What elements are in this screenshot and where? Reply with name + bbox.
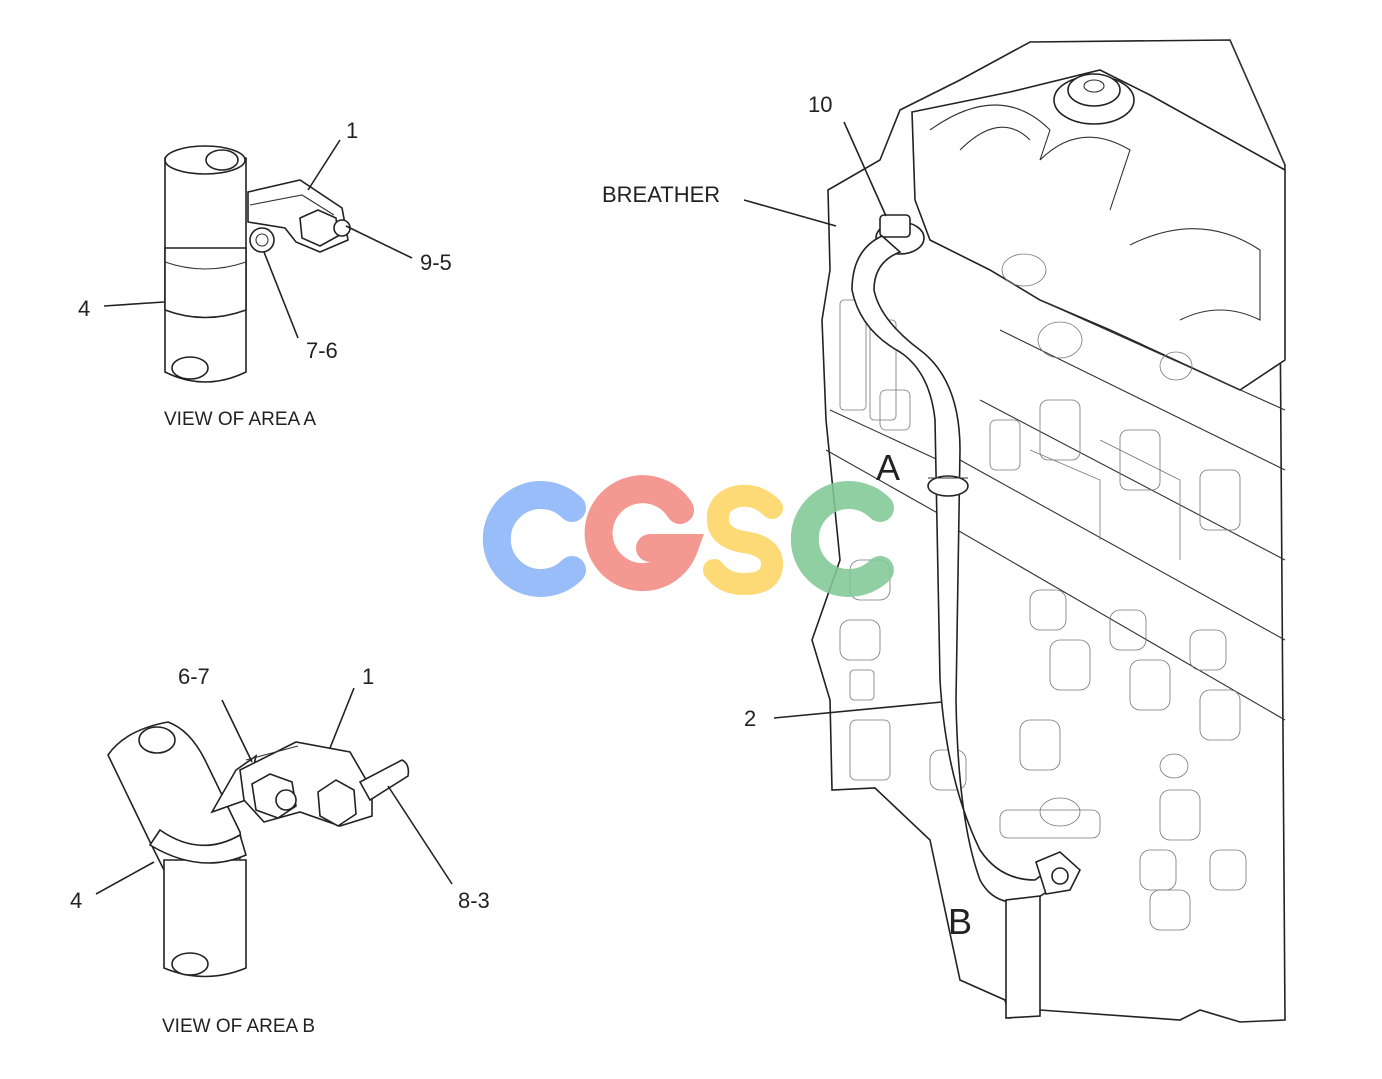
callout-a-1: 1 (346, 118, 358, 143)
callout-a-7-6: 7-6 (306, 338, 338, 363)
callout-b-6-7: 6-7 (178, 664, 210, 689)
callout-b-1: 1 (362, 664, 374, 689)
callout-a-9-5: 9-5 (420, 250, 452, 275)
callout-2: 2 (744, 706, 756, 731)
leader-a-7-6 (263, 251, 299, 339)
view-area-b-drawing (107, 721, 410, 978)
area-marker-a: A (876, 447, 900, 488)
callout-b-8-3: 8-3 (458, 888, 490, 913)
leader-b-8-3 (387, 785, 453, 885)
leader-2 (773, 701, 943, 719)
area-marker-b: B (948, 901, 972, 942)
leader-b-6-7 (221, 699, 253, 763)
watermark-letter-c-2 (790, 481, 894, 597)
leader-a-4 (103, 301, 165, 307)
watermark-letter-c-1 (482, 481, 586, 597)
leader-breather (743, 199, 837, 227)
watermark-letter-g (584, 475, 704, 592)
cgsc-watermark-logo (482, 475, 894, 597)
leader-a-1 (307, 139, 341, 191)
view-area-a-drawing (164, 145, 351, 383)
leader-b-1 (329, 687, 355, 749)
callout-a-4: 4 (78, 296, 90, 321)
leader-10 (843, 121, 887, 217)
leader-b-4 (95, 861, 155, 895)
leader-a-9-5 (345, 225, 413, 259)
callout-b-4: 4 (70, 888, 82, 913)
caption-view-area-b: VIEW OF AREA B (162, 1016, 315, 1037)
watermark-letter-s (703, 484, 784, 596)
caption-view-area-a: VIEW OF AREA A (164, 409, 316, 430)
engine-drawing (811, 39, 1286, 1023)
callout-breather: BREATHER (602, 182, 720, 207)
callout-10: 10 (808, 92, 832, 117)
